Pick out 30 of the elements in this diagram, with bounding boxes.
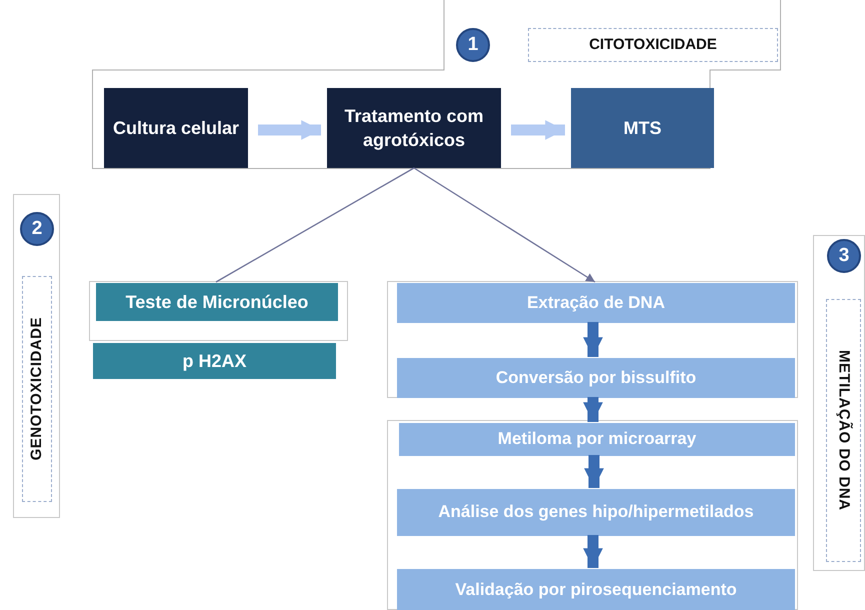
block-arrow [258,120,321,140]
process-box: Extração de DNA [397,283,795,323]
connector-line [216,167,414,283]
step-number-badge: 3 [827,239,861,273]
process-box: p H2AX [93,343,336,379]
process-box: Análise dos genes hipo/hipermetilados [397,489,795,536]
block-arrow [583,397,603,422]
process-box: Teste de Micronúcleo [96,283,338,321]
section-panel [89,281,348,341]
step-number-badge: 1 [456,28,490,62]
step-number-badge: 2 [20,212,54,246]
block-arrow [583,535,603,568]
section-panel [387,420,798,610]
process-box: Tratamento com agrotóxicos [327,88,501,168]
section-title: GENOTOXICIDADE [22,276,52,502]
section-title: CITOTOXICIDADE [528,28,778,62]
process-box: Validação por pirosequenciamento [397,569,795,610]
process-box: Metiloma por microarray [399,423,795,456]
section-panel [13,194,60,518]
process-box: MTS [571,88,714,168]
process-box: Cultura celular [104,88,248,168]
section-panel [387,281,798,398]
process-box: Conversão por bissulfito [397,358,795,398]
arrow [414,167,596,283]
section-title: METILAÇÃO DO DNA [826,299,861,562]
section-panel [92,0,781,169]
block-arrow [583,322,603,357]
block-arrow [584,455,604,488]
section-panel [813,235,865,571]
block-arrow [511,120,565,140]
